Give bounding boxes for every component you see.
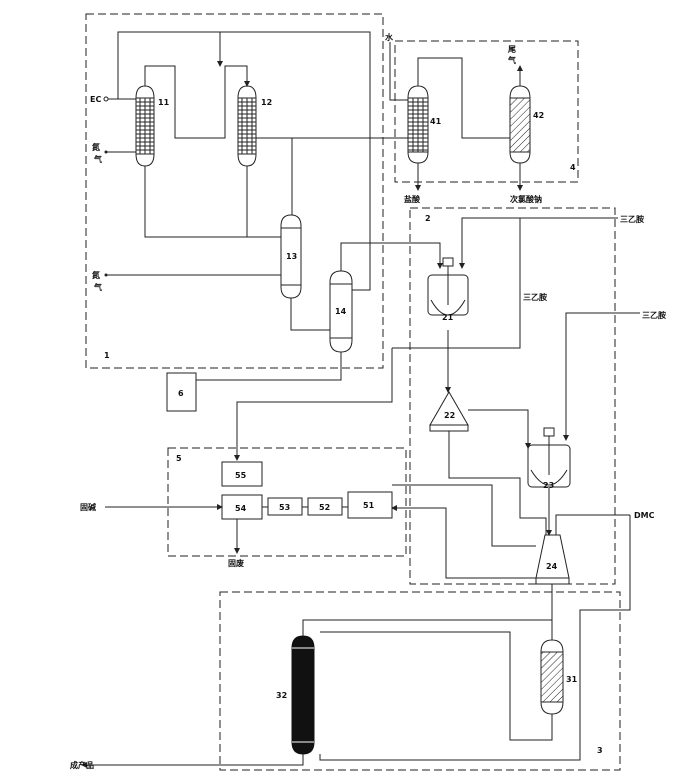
- tea-label-2: 三乙胺: [523, 292, 547, 302]
- section-2-label: 2: [425, 214, 431, 223]
- solid-waste-label: 固废: [228, 558, 244, 568]
- nitrogen-a-label-1: 氮: [92, 142, 100, 152]
- section-1-label: 1: [104, 351, 110, 360]
- column-32: 32: [276, 635, 315, 755]
- section-4-piping: [356, 42, 523, 191]
- unit-54: [221, 494, 263, 520]
- unit-51-label: 51: [363, 501, 375, 510]
- column-32-label: 32: [276, 691, 287, 700]
- column-13-label: 13: [286, 252, 297, 261]
- reactor-23: 23: [527, 427, 571, 490]
- section-3-piping: [81, 515, 631, 768]
- filter-22: 22: [429, 390, 469, 432]
- column-14: 14: [329, 270, 353, 353]
- column-13: 13: [280, 214, 302, 299]
- reactor-12-label: 12: [261, 98, 272, 107]
- absorber-41: 41: [407, 85, 442, 164]
- section-1-boundary: [85, 13, 384, 369]
- ec-feed-label: EC: [90, 95, 101, 104]
- section-4-label: 4: [570, 163, 576, 172]
- unit-53-label: 53: [279, 503, 290, 512]
- reactor-23-label: 23: [543, 481, 554, 490]
- reactor-12: 12: [237, 85, 272, 167]
- unit-52-label: 52: [319, 503, 330, 512]
- reactor-11: 11: [135, 85, 170, 167]
- column-14-label: 14: [335, 307, 347, 316]
- naclo-label: 次氯酸钠: [510, 194, 542, 204]
- filter-22-label: 22: [444, 411, 455, 420]
- unit-6: 6: [166, 372, 197, 412]
- scrubber-42-label: 42: [533, 111, 544, 120]
- column-31: 31: [540, 639, 578, 715]
- hcl-label: 盐酸: [404, 194, 421, 204]
- reactor-11-label: 11: [158, 98, 170, 107]
- section-5-piping: [105, 504, 348, 554]
- section-5-units: 55 54 53 52 51: [221, 461, 393, 520]
- tea-label-3: 三乙胺: [642, 310, 666, 320]
- section-5-label: 5: [176, 454, 182, 463]
- section-2-boundary: [409, 207, 616, 585]
- nitrogen-b-label-2: 气: [93, 282, 102, 292]
- dmc-label: DMC: [634, 511, 655, 520]
- unit-6-label: 6: [178, 389, 184, 398]
- unit-54-label: 54: [235, 504, 247, 513]
- separator-24-label: 24: [546, 562, 558, 571]
- nitrogen-a-label-2: 气: [93, 154, 102, 164]
- nitrogen-b-label-1: 氮: [92, 270, 100, 280]
- solid-alkali-label: 固碱: [80, 502, 96, 512]
- section-1-piping: [103, 31, 443, 381]
- separator-24: 24: [535, 534, 570, 585]
- tail-gas-label-1: 尾: [507, 45, 516, 54]
- absorber-41-label: 41: [430, 117, 442, 126]
- section-5-boundary: [167, 447, 407, 557]
- unit-55-label: 55: [235, 471, 247, 480]
- section-2-piping: [234, 217, 640, 646]
- product-label: 成产品: [70, 760, 94, 770]
- section-4-boundary: [394, 40, 579, 183]
- reactor-21: 21: [427, 257, 469, 322]
- unit-51: [347, 491, 393, 519]
- tail-gas-label-2: 气: [507, 55, 516, 65]
- reactor-21-label: 21: [442, 313, 454, 322]
- tea-label-1: 三乙胺: [620, 214, 644, 224]
- column-31-label: 31: [566, 675, 578, 684]
- water-label: 水: [384, 32, 394, 42]
- section-3-boundary: [219, 591, 621, 771]
- scrubber-42: 42: [509, 85, 544, 164]
- unit-55: [221, 461, 263, 487]
- section-3-label: 3: [597, 746, 603, 755]
